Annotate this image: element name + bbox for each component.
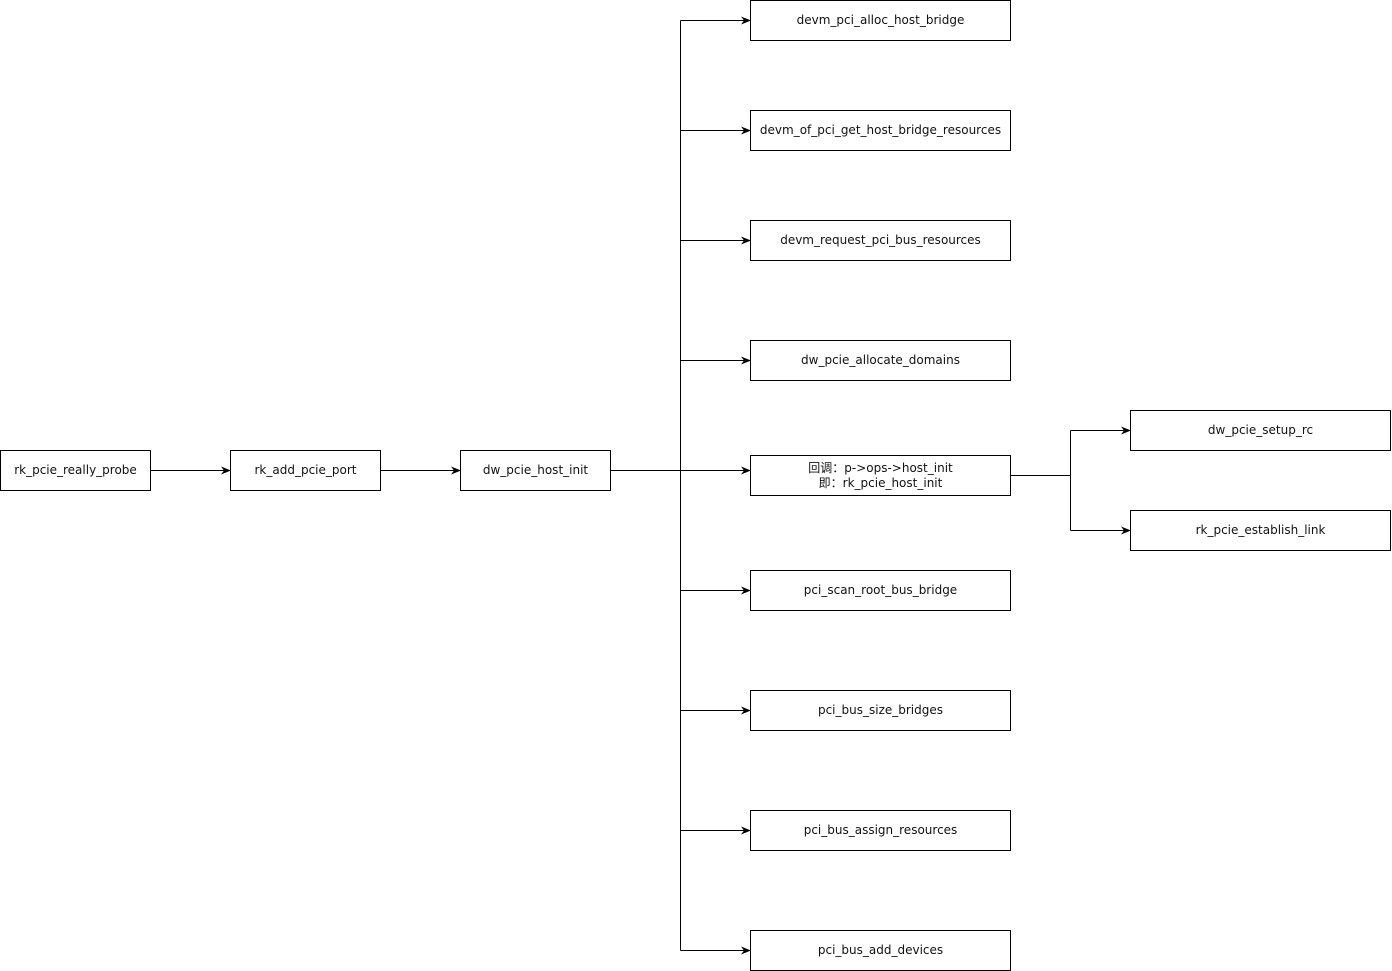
node-host-init-callback: 回调：p->ops->host_init 即：rk_pcie_host_init xyxy=(750,455,1011,496)
node-label: devm_request_pci_bus_resources xyxy=(780,233,981,247)
node-label: rk_add_pcie_port xyxy=(254,463,357,477)
node-dw-pcie-setup-rc: dw_pcie_setup_rc xyxy=(1130,410,1391,451)
node-label: dw_pcie_setup_rc xyxy=(1207,423,1314,437)
node-label: pci_bus_size_bridges xyxy=(817,703,944,717)
node-pci-bus-size-bridges: pci_bus_size_bridges xyxy=(750,690,1011,731)
node-label: dw_pcie_host_init xyxy=(482,463,589,477)
node-rk-pcie-really-probe: rk_pcie_really_probe xyxy=(0,450,151,491)
node-pci-bus-add-devices: pci_bus_add_devices xyxy=(750,930,1011,971)
callback-label-line-1: 回调：p->ops->host_init xyxy=(808,460,953,475)
node-dw-pcie-allocate-domains: dw_pcie_allocate_domains xyxy=(750,340,1011,381)
node-label: rk_pcie_establish_link xyxy=(1195,523,1326,537)
node-label: devm_pci_alloc_host_bridge xyxy=(796,13,965,27)
node-label: rk_pcie_really_probe xyxy=(14,463,137,477)
node-label: devm_of_pci_get_host_bridge_resources xyxy=(759,123,1002,137)
node-devm-pci-alloc-host-bridge: devm_pci_alloc_host_bridge xyxy=(750,0,1011,41)
node-rk-add-pcie-port: rk_add_pcie_port xyxy=(230,450,381,491)
node-dw-pcie-host-init: dw_pcie_host_init xyxy=(460,450,611,491)
node-pci-bus-assign-resources: pci_bus_assign_resources xyxy=(750,810,1011,851)
node-label: pci_bus_add_devices xyxy=(817,943,944,957)
node-rk-pcie-establish-link: rk_pcie_establish_link xyxy=(1130,510,1391,551)
node-label: pci_scan_root_bus_bridge xyxy=(803,583,958,597)
node-devm-request-pci-bus-resources: devm_request_pci_bus_resources xyxy=(750,220,1011,261)
node-label: pci_bus_assign_resources xyxy=(803,823,958,837)
node-label: dw_pcie_allocate_domains xyxy=(801,353,960,367)
node-devm-of-pci-get-host-bridge-resources: devm_of_pci_get_host_bridge_resources xyxy=(750,110,1011,151)
callback-label-line-2: 即：rk_pcie_host_init xyxy=(818,475,943,490)
node-pci-scan-root-bus-bridge: pci_scan_root_bus_bridge xyxy=(750,570,1011,611)
